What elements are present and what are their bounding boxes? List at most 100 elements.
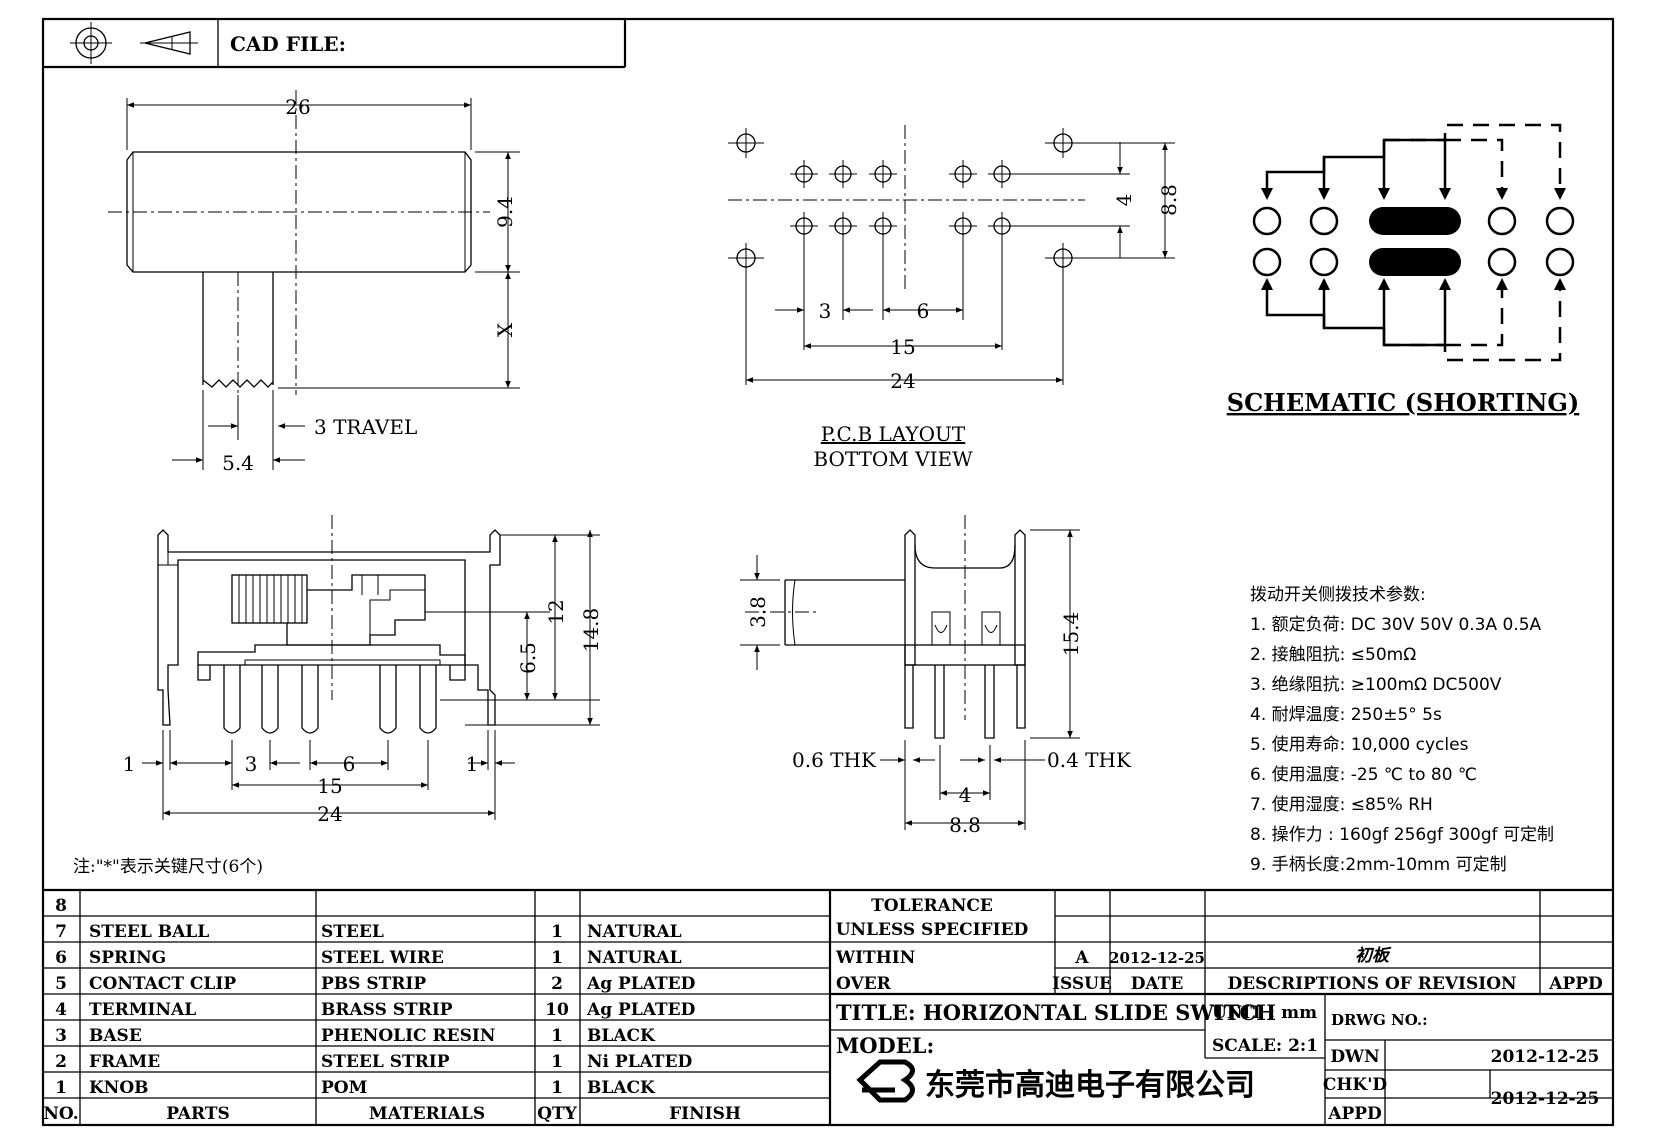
- side-dim-3-8: 3.8: [746, 596, 770, 628]
- scale-label: SCALE: 2:1: [1212, 1036, 1318, 1056]
- bom-qty: 1: [551, 1078, 563, 1098]
- side-dim-15-4: 15.4: [1059, 612, 1083, 657]
- top-view: [108, 90, 520, 470]
- front-dim-1-right: 1: [466, 752, 479, 776]
- spec-item: 3. 绝缘阻抗: ≥100mΩ DC500V: [1250, 675, 1502, 695]
- pcb-layout-view: [728, 125, 1175, 385]
- spec-item: 9. 手柄长度:2mm-10mm 可定制: [1250, 855, 1507, 875]
- issue-label: ISSUE: [1052, 974, 1112, 994]
- bom-header-no: NO.: [43, 1104, 78, 1124]
- bom-qty: 1: [551, 948, 563, 968]
- front-dim-14-8: 14.8: [579, 608, 603, 653]
- key-dimension-note: 注:"*"表示关键尺寸(6个): [73, 857, 263, 877]
- bom-header-parts: PARTS: [166, 1104, 230, 1124]
- tolerance-line1: TOLERANCE: [871, 896, 993, 916]
- front-dim-24: 24: [317, 802, 342, 826]
- bom-material: POM: [321, 1078, 368, 1098]
- bom-material: BRASS STRIP: [321, 1000, 453, 1020]
- date-label: DATE: [1131, 974, 1184, 994]
- bom-row: 6 SPRING STEEL WIRE 1 NATURAL: [55, 948, 682, 968]
- knob-ridges: [238, 575, 303, 623]
- bom-no: 3: [55, 1026, 67, 1046]
- front-terminals: [223, 665, 437, 734]
- bom-row: 8: [55, 896, 67, 916]
- revision-appd-label: APPD: [1548, 974, 1603, 994]
- spec-title: 拨动开关侧拨技术参数:: [1250, 585, 1426, 605]
- bom-finish: Ni PLATED: [587, 1052, 693, 1072]
- bom-qty: 1: [551, 922, 563, 942]
- bom-part: CONTACT CLIP: [89, 974, 236, 994]
- drawing-title: TITLE: HORIZONTAL SLIDE SWITCH: [836, 1000, 1276, 1025]
- bom-table: [43, 888, 1613, 1125]
- bom-row: 2 FRAME STEEL STRIP 1 Ni PLATED: [55, 1052, 692, 1072]
- bom-part: STEEL BALL: [89, 922, 209, 942]
- side-view: [740, 515, 1080, 830]
- bom-no: 6: [55, 948, 67, 968]
- rev-date: 2012-12-25: [1109, 949, 1205, 967]
- spec-item: 5. 使用寿命: 10,000 cycles: [1250, 734, 1469, 755]
- bom-qty: 1: [551, 1026, 563, 1046]
- spec-item: 1. 额定负荷: DC 30V 50V 0.3A 0.5A: [1250, 615, 1542, 635]
- pcb-caption-line1: P.C.B LAYOUT: [821, 422, 966, 446]
- revision-desc-label: DESCRIPTIONS OF REVISION: [1227, 974, 1516, 994]
- bom-material: STEEL: [321, 922, 384, 942]
- spec-item: 4. 耐焊温度: 250±5° 5s: [1250, 705, 1442, 725]
- front-dim-6: 6: [343, 752, 356, 776]
- pcb-dim-6: 6: [917, 299, 930, 323]
- bom-part: FRAME: [89, 1052, 160, 1072]
- front-dim-15: 15: [317, 774, 342, 798]
- pcb-dim-4: 4: [1112, 194, 1136, 207]
- bom-qty: 2: [551, 974, 563, 994]
- bom-no: 4: [55, 1000, 67, 1020]
- bom-qty: 1: [551, 1052, 563, 1072]
- bom-material: STEEL WIRE: [321, 948, 444, 968]
- appd-label: APPD: [1327, 1104, 1382, 1124]
- bom-finish: BLACK: [587, 1078, 656, 1098]
- bom-material: PHENOLIC RESIN: [321, 1026, 495, 1046]
- dwn-date: 2012-12-25: [1491, 1047, 1600, 1067]
- company-name: 东莞市高迪电子有限公司: [925, 1068, 1255, 1103]
- bom-no: 2: [55, 1052, 67, 1072]
- tolerance-line2: UNLESS SPECIFIED: [836, 920, 1029, 940]
- spec-list: 拨动开关侧拨技术参数: 1. 额定负荷: DC 30V 50V 0.3A 0.5…: [1250, 585, 1554, 875]
- cad-file-label: CAD FILE:: [230, 32, 346, 56]
- pcb-dim-15: 15: [890, 335, 915, 359]
- dim-width-26: 26: [285, 95, 310, 119]
- bom-finish: NATURAL: [587, 922, 682, 942]
- bom-no: 5: [55, 974, 67, 994]
- spec-item: 8. 操作力 : 160gf 256gf 300gf 可定制: [1250, 825, 1554, 845]
- sheet-border: [41, 17, 1615, 1127]
- bom-part: SPRING: [89, 948, 166, 968]
- bom-part: BASE: [89, 1026, 142, 1046]
- bom-row: 5 CONTACT CLIP PBS STRIP 2 Ag PLATED: [55, 974, 696, 994]
- front-dim-1-left: 1: [123, 752, 136, 776]
- bom-row: 4 TERMINAL BRASS STRIP 10 Ag PLATED: [55, 1000, 696, 1020]
- side-dim-8-8: 8.8: [949, 813, 981, 837]
- bom-header-materials: MATERIALS: [369, 1104, 485, 1124]
- dwn-label: DWN: [1330, 1047, 1379, 1067]
- bom-header-finish: FINISH: [669, 1104, 741, 1124]
- side-dim-0-4: 0.4 THK: [1047, 748, 1132, 772]
- tolerance-within: WITHIN: [835, 948, 915, 968]
- drawing-number-label: DRWG NO.:: [1331, 1011, 1428, 1029]
- dim-height-9-4: 9.4: [493, 196, 517, 228]
- bom-header-row: NO. PARTS MATERIALS QTY FINISH: [43, 1104, 741, 1124]
- company-logo-icon: [856, 1059, 915, 1103]
- bom-part: KNOB: [89, 1078, 149, 1098]
- pcb-dim-8-8: 8.8: [1157, 184, 1181, 216]
- pcb-dim-24: 24: [890, 369, 915, 393]
- bom-no: 7: [55, 922, 67, 942]
- tolerance-over: OVER: [836, 974, 892, 994]
- side-dim-0-6: 0.6 THK: [792, 748, 877, 772]
- dim-x: X: [493, 322, 517, 337]
- front-view: [142, 515, 600, 820]
- side-dim-4: 4: [959, 783, 972, 807]
- rev-issue: A: [1074, 948, 1089, 968]
- projection-symbol-icon: [70, 22, 198, 64]
- front-dim-6-5: 6.5: [516, 642, 540, 674]
- spec-item: 2. 接触阻抗: ≤50mΩ: [1250, 645, 1416, 665]
- bom-material: STEEL STRIP: [321, 1052, 450, 1072]
- title-block-grid: [830, 890, 1613, 1125]
- bom-no: 8: [55, 896, 67, 916]
